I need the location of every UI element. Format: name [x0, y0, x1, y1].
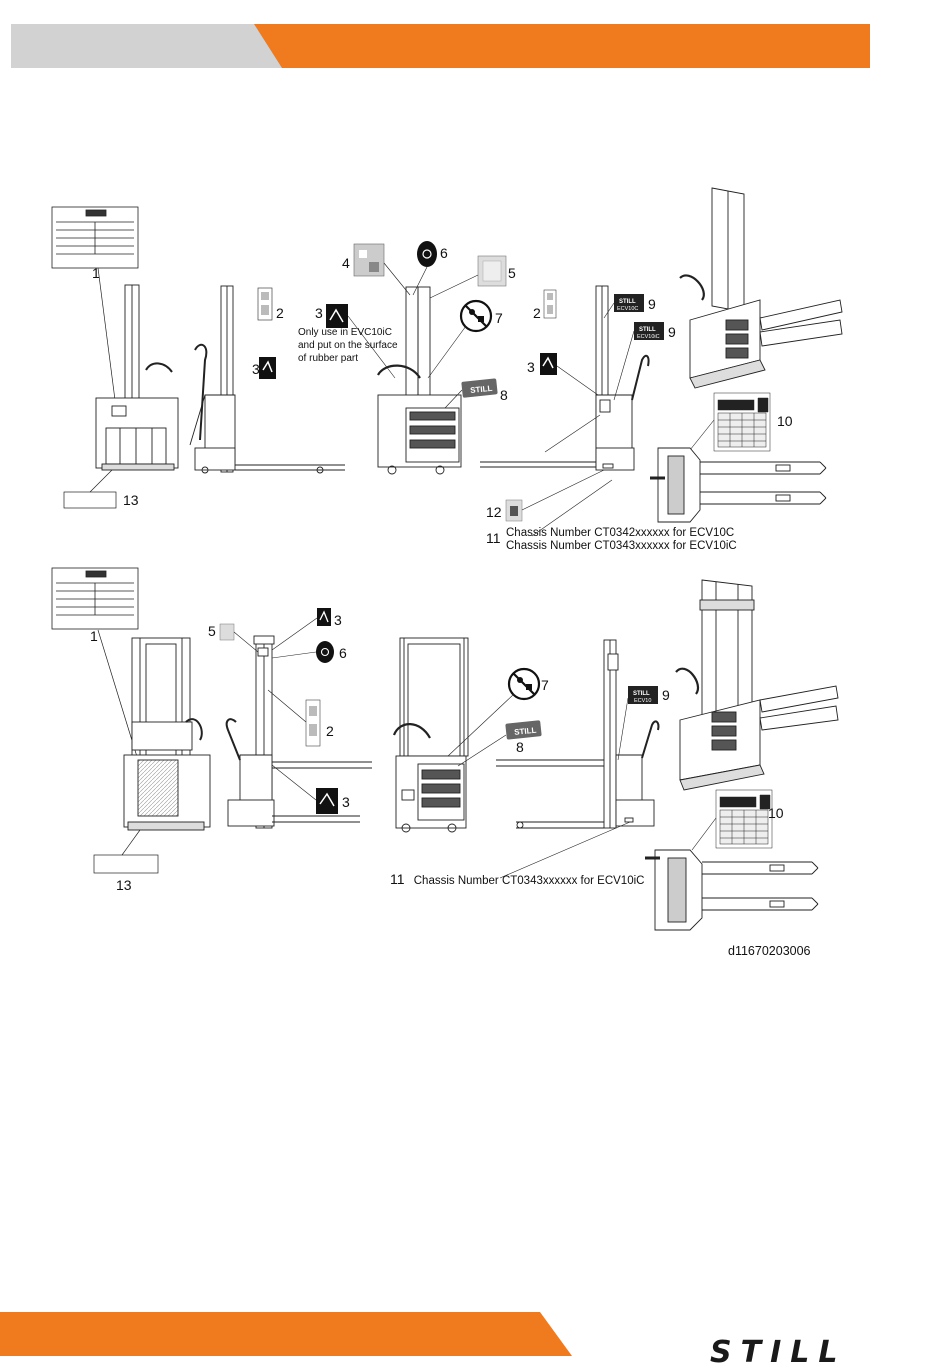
chassis-line-ecv10c: Chassis Number CT0342xxxxxx for ECV10C: [506, 527, 735, 539]
decal-9-ecv10ic: STILL ECV10iC: [634, 322, 664, 340]
decal-3-top-mid: [326, 304, 348, 328]
callout-2-top-right: 2: [533, 305, 541, 321]
svg-text:STILL: STILL: [633, 691, 650, 697]
callout-11-top: 11: [486, 530, 501, 546]
decal-9-ecv10: STILL ECV10: [628, 686, 658, 704]
callout-8-bottom: 8: [516, 739, 524, 755]
note-line-1: Only use in EVC10iC: [298, 327, 392, 338]
truck-rear-view-bottom: [123, 637, 211, 831]
chassis-line-ecv10ic: Chassis Number CT0343xxxxxx for ECV10iC: [506, 540, 737, 552]
truck-side-view-top: [189, 285, 345, 474]
callout-10-top: 10: [777, 413, 793, 429]
callout-13-top: 13: [123, 492, 139, 508]
decal-location-diagram: STILL STILL ECV10C STILL ECV10iC: [51, 187, 843, 931]
load-chart-decal-10-bottom: [715, 789, 773, 849]
callout-3-top-mid: 3: [315, 305, 323, 321]
svg-text:ECV10: ECV10: [634, 698, 651, 704]
callout-11-bottom: 11: [390, 871, 405, 887]
decal-6-bottom: [316, 641, 334, 663]
decal-9-ecv10c: STILL ECV10C: [614, 294, 644, 312]
svg-text:STILL: STILL: [470, 384, 493, 395]
callout-7-top: 7: [495, 310, 503, 326]
decal-7-top: [459, 299, 493, 333]
callout-9-top-a: 9: [648, 296, 656, 312]
svg-text:STILL: STILL: [639, 327, 656, 333]
callout-7-bottom: 7: [541, 677, 549, 693]
callout-5-top: 5: [508, 265, 516, 281]
decal-5-bottom: [219, 623, 235, 641]
truck-side-view-bottom-right: [496, 639, 660, 829]
truck-side-view-bottom: [225, 635, 372, 829]
chassis-line-bottom: Chassis Number CT0343xxxxxx for ECV10iC: [413, 875, 645, 887]
decal-7-bottom: [507, 667, 541, 701]
callout-9-bottom: 9: [662, 687, 670, 703]
serial-plate-13-bottom: [93, 854, 159, 874]
truck-perspective-bottom: [675, 579, 839, 791]
load-chart-decal-10-top: [713, 392, 771, 452]
svg-text:ECV10iC: ECV10iC: [637, 334, 660, 340]
note-line-3: of rubber part: [298, 353, 359, 364]
callout-2-top-left: 2: [276, 305, 284, 321]
callout-6-bottom: 6: [339, 645, 347, 661]
callout-8-top: 8: [500, 387, 508, 403]
truck-top-view-top: [650, 447, 827, 523]
truck-front-view-top: [377, 286, 462, 475]
callout-12: 12: [486, 504, 502, 520]
callout-3-bottom-upper: 3: [334, 612, 342, 628]
svg-text:STILL: STILL: [619, 299, 636, 305]
decal-8-top: STILL: [461, 378, 498, 398]
callout-13-bottom: 13: [116, 877, 132, 893]
chassis-number-note-bottom: 11 Chassis Number CT0343xxxxxx for ECV10…: [390, 871, 645, 888]
callout-4: 4: [342, 255, 350, 271]
truck-top-view-bottom: [645, 849, 819, 931]
callout-3-bottom-lower: 3: [342, 794, 350, 810]
drawing-id: d11670203006: [728, 944, 811, 958]
decal-3-usage-note: Only use in EVC10iC and put on the surfa…: [298, 326, 398, 365]
callout-2-bottom: 2: [326, 723, 334, 739]
footer-bar: [0, 1312, 572, 1356]
decal-6-top: [417, 241, 437, 267]
decal-3-top-left: [259, 357, 276, 379]
callout-1-top: 1: [92, 265, 100, 281]
callout-9-top-b: 9: [668, 324, 676, 340]
svg-text:STILL: STILL: [514, 726, 537, 737]
callout-3-top-right: 3: [527, 359, 535, 375]
chassis-number-note-top: 11 Chassis Number CT0342xxxxxx for ECV10…: [486, 527, 737, 553]
callout-5-bottom: 5: [208, 623, 216, 639]
decal-3-bottom-lower: [316, 788, 338, 814]
still-logo: STILL: [710, 1335, 847, 1370]
callout-10-bottom: 10: [768, 805, 784, 821]
nameplate-decal-top: [51, 206, 139, 269]
truck-perspective-top: [679, 187, 843, 389]
serial-plate-13-top: [63, 491, 117, 509]
svg-text:ECV10C: ECV10C: [617, 306, 638, 312]
truck-front-view-bottom: [392, 637, 469, 833]
decal-8-bottom: STILL: [505, 720, 542, 740]
truck-side-view-top-right: [480, 285, 650, 471]
callout-3-top-left: 3: [252, 361, 260, 377]
decal-3-top-right: [540, 353, 557, 375]
note-line-2: and put on the surface: [298, 340, 398, 351]
callout-6-top: 6: [440, 245, 448, 261]
header-bar: [11, 24, 870, 68]
callout-1-bottom: 1: [90, 628, 98, 644]
truck-rear-view-top: [95, 284, 179, 471]
nameplate-decal-bottom: [51, 567, 139, 630]
